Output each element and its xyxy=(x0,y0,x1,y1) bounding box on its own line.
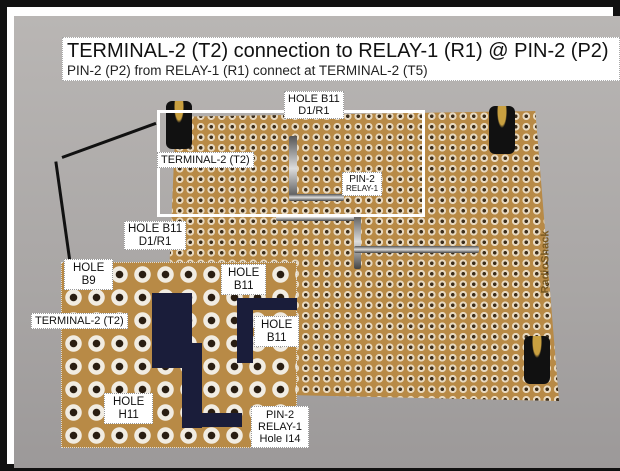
caption-title: TERMINAL-2 (T2) connection to RELAY-1 (R… xyxy=(67,40,609,62)
label-line: B11 xyxy=(266,331,287,344)
label-line: D1/R1 xyxy=(298,105,330,118)
label-line: PIN-2 xyxy=(349,174,375,185)
caption-subtitle: PIN-2 (P2) from RELAY-1 (R1) connect at … xyxy=(67,63,428,78)
solder-trace xyxy=(354,214,361,269)
label-line: RELAY-1 xyxy=(346,184,379,193)
standoff xyxy=(524,336,550,384)
inset-label-terminal-2: TERMINAL-2 (T2) xyxy=(31,313,128,330)
solder-trace xyxy=(237,298,297,310)
label-line: HOLE xyxy=(73,262,105,274)
inset-label-hole-b9: HOLE B9 xyxy=(64,259,114,291)
label-line: HOLE B11 xyxy=(128,223,183,235)
inset-label-hole-b11: HOLE B11 D1/R1 xyxy=(124,221,187,251)
label-line: HOLE xyxy=(261,319,293,331)
label-line: RELAY-1 xyxy=(258,421,303,434)
label-line: HOLE B11 xyxy=(288,93,340,105)
solder-trace xyxy=(289,194,344,201)
solder-trace xyxy=(289,136,297,201)
label-line: HOLE xyxy=(113,396,145,408)
solder-trace xyxy=(182,343,202,428)
inset-label-hole-h11: HOLE H11 xyxy=(104,393,154,425)
label-line: H11 xyxy=(118,408,139,421)
circuit-board-photo: RadioShack HOLE B11 D1/R1 TERMINAL-2 (T2… xyxy=(14,16,620,468)
inset-label-pin-2: PIN-2 RELAY-1 Hole I14 xyxy=(251,406,310,449)
label-hole-b11: HOLE B11 D1/R1 xyxy=(284,91,344,120)
label-terminal-2: TERMINAL-2 (T2) xyxy=(157,152,254,169)
solder-trace xyxy=(182,413,242,427)
label-pin-2: PIN-2 RELAY-1 xyxy=(342,172,383,196)
standoff xyxy=(166,101,192,149)
label-line: PIN-2 xyxy=(265,409,295,421)
solder-trace xyxy=(237,298,253,363)
solder-trace xyxy=(276,214,361,221)
wire xyxy=(54,161,73,271)
label-line: HOLE xyxy=(228,267,260,279)
label-line: Hole I14 xyxy=(259,433,301,446)
label-line: B11 xyxy=(233,279,254,292)
inset-label-hole-b11-b: HOLE B11 xyxy=(254,316,300,348)
board-brand: RadioShack xyxy=(539,230,552,294)
label-line: D1/R1 xyxy=(138,235,172,248)
caption-box: TERMINAL-2 (T2) connection to RELAY-1 (R… xyxy=(62,37,620,81)
solder-trace xyxy=(354,246,479,253)
inset-label-hole-b11-a: HOLE B11 xyxy=(221,264,267,296)
standoff xyxy=(489,106,515,154)
wire xyxy=(61,121,157,159)
label-line: B9 xyxy=(81,274,96,287)
